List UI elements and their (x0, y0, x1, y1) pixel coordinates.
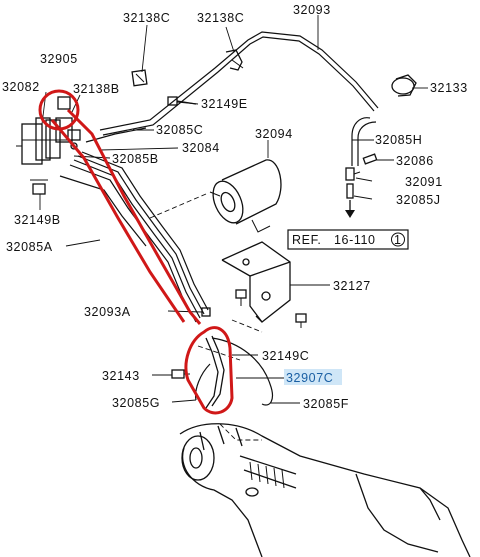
ref-prefix: REF. (292, 233, 322, 247)
guide-line (231, 319, 263, 333)
label-32905: 32905 (40, 52, 78, 66)
guide-line (149, 193, 207, 219)
label-32133: 32133 (430, 81, 468, 95)
label-32091: 32091 (405, 175, 443, 189)
part-32086[interactable] (362, 153, 378, 165)
tube-bundle-32084[interactable] (59, 151, 209, 323)
highlight-loop-32907c (184, 326, 234, 415)
reference-box[interactable]: REF. 16-110 1 (287, 229, 409, 250)
hose-32085f[interactable] (211, 337, 274, 406)
highlight-annotation (38, 89, 234, 415)
label-32094: 32094 (255, 127, 293, 141)
hose-32085h[interactable] (351, 117, 371, 166)
label-32084: 32084 (182, 141, 220, 155)
bolt-32127-a[interactable] (235, 289, 247, 306)
label-32143: 32143 (102, 369, 140, 383)
tube-32093[interactable] (99, 31, 379, 136)
bolt-32149c[interactable] (295, 313, 307, 328)
label-32138c-right: 32138C (197, 11, 244, 25)
highlight-connector (66, 108, 202, 325)
tube-32907c[interactable] (205, 335, 225, 409)
clip-32138c-left[interactable] (131, 69, 148, 87)
label-32085f: 32085F (303, 397, 349, 411)
hose-32085j[interactable] (346, 183, 354, 199)
label-32085c: 32085C (156, 123, 203, 137)
hose-32085g[interactable] (195, 363, 211, 401)
label-32149b: 32149B (14, 213, 61, 227)
clip-32138c-right[interactable] (225, 49, 244, 71)
label-32127: 32127 (333, 279, 371, 293)
label-32085a: 32085A (6, 240, 53, 254)
guide-line (197, 345, 241, 361)
label-32138b: 32138B (73, 82, 120, 96)
label-32093a: 32093A (84, 305, 131, 319)
highlight-badge (284, 369, 342, 385)
label-32086: 32086 (396, 154, 434, 168)
clip-32133[interactable] (391, 74, 417, 97)
canister-32094[interactable] (207, 159, 282, 233)
label-32093: 32093 (293, 3, 331, 17)
transmission-housing (179, 423, 471, 557)
fitting-32138b[interactable] (67, 129, 81, 150)
bracket-32127[interactable] (221, 241, 291, 323)
fitting-32091[interactable] (345, 167, 361, 181)
label-32907c[interactable]: 32907C (286, 371, 333, 385)
label-32082: 32082 (2, 80, 40, 94)
label-32138c-left: 32138C (123, 11, 170, 25)
label-32085g: 32085G (112, 396, 160, 410)
label-32085b: 32085B (112, 152, 159, 166)
label-32085j: 32085J (396, 193, 441, 207)
bolt-32149b[interactable] (30, 179, 48, 195)
arrow-down-icon (345, 200, 355, 218)
label-32149e: 32149E (201, 97, 248, 111)
ref-circle-number: 1 (394, 233, 402, 247)
ref-page: 16-110 (334, 233, 376, 247)
highlight-connector (50, 119, 186, 323)
label-32149c: 32149C (262, 349, 309, 363)
label-32085h: 32085H (375, 133, 422, 147)
